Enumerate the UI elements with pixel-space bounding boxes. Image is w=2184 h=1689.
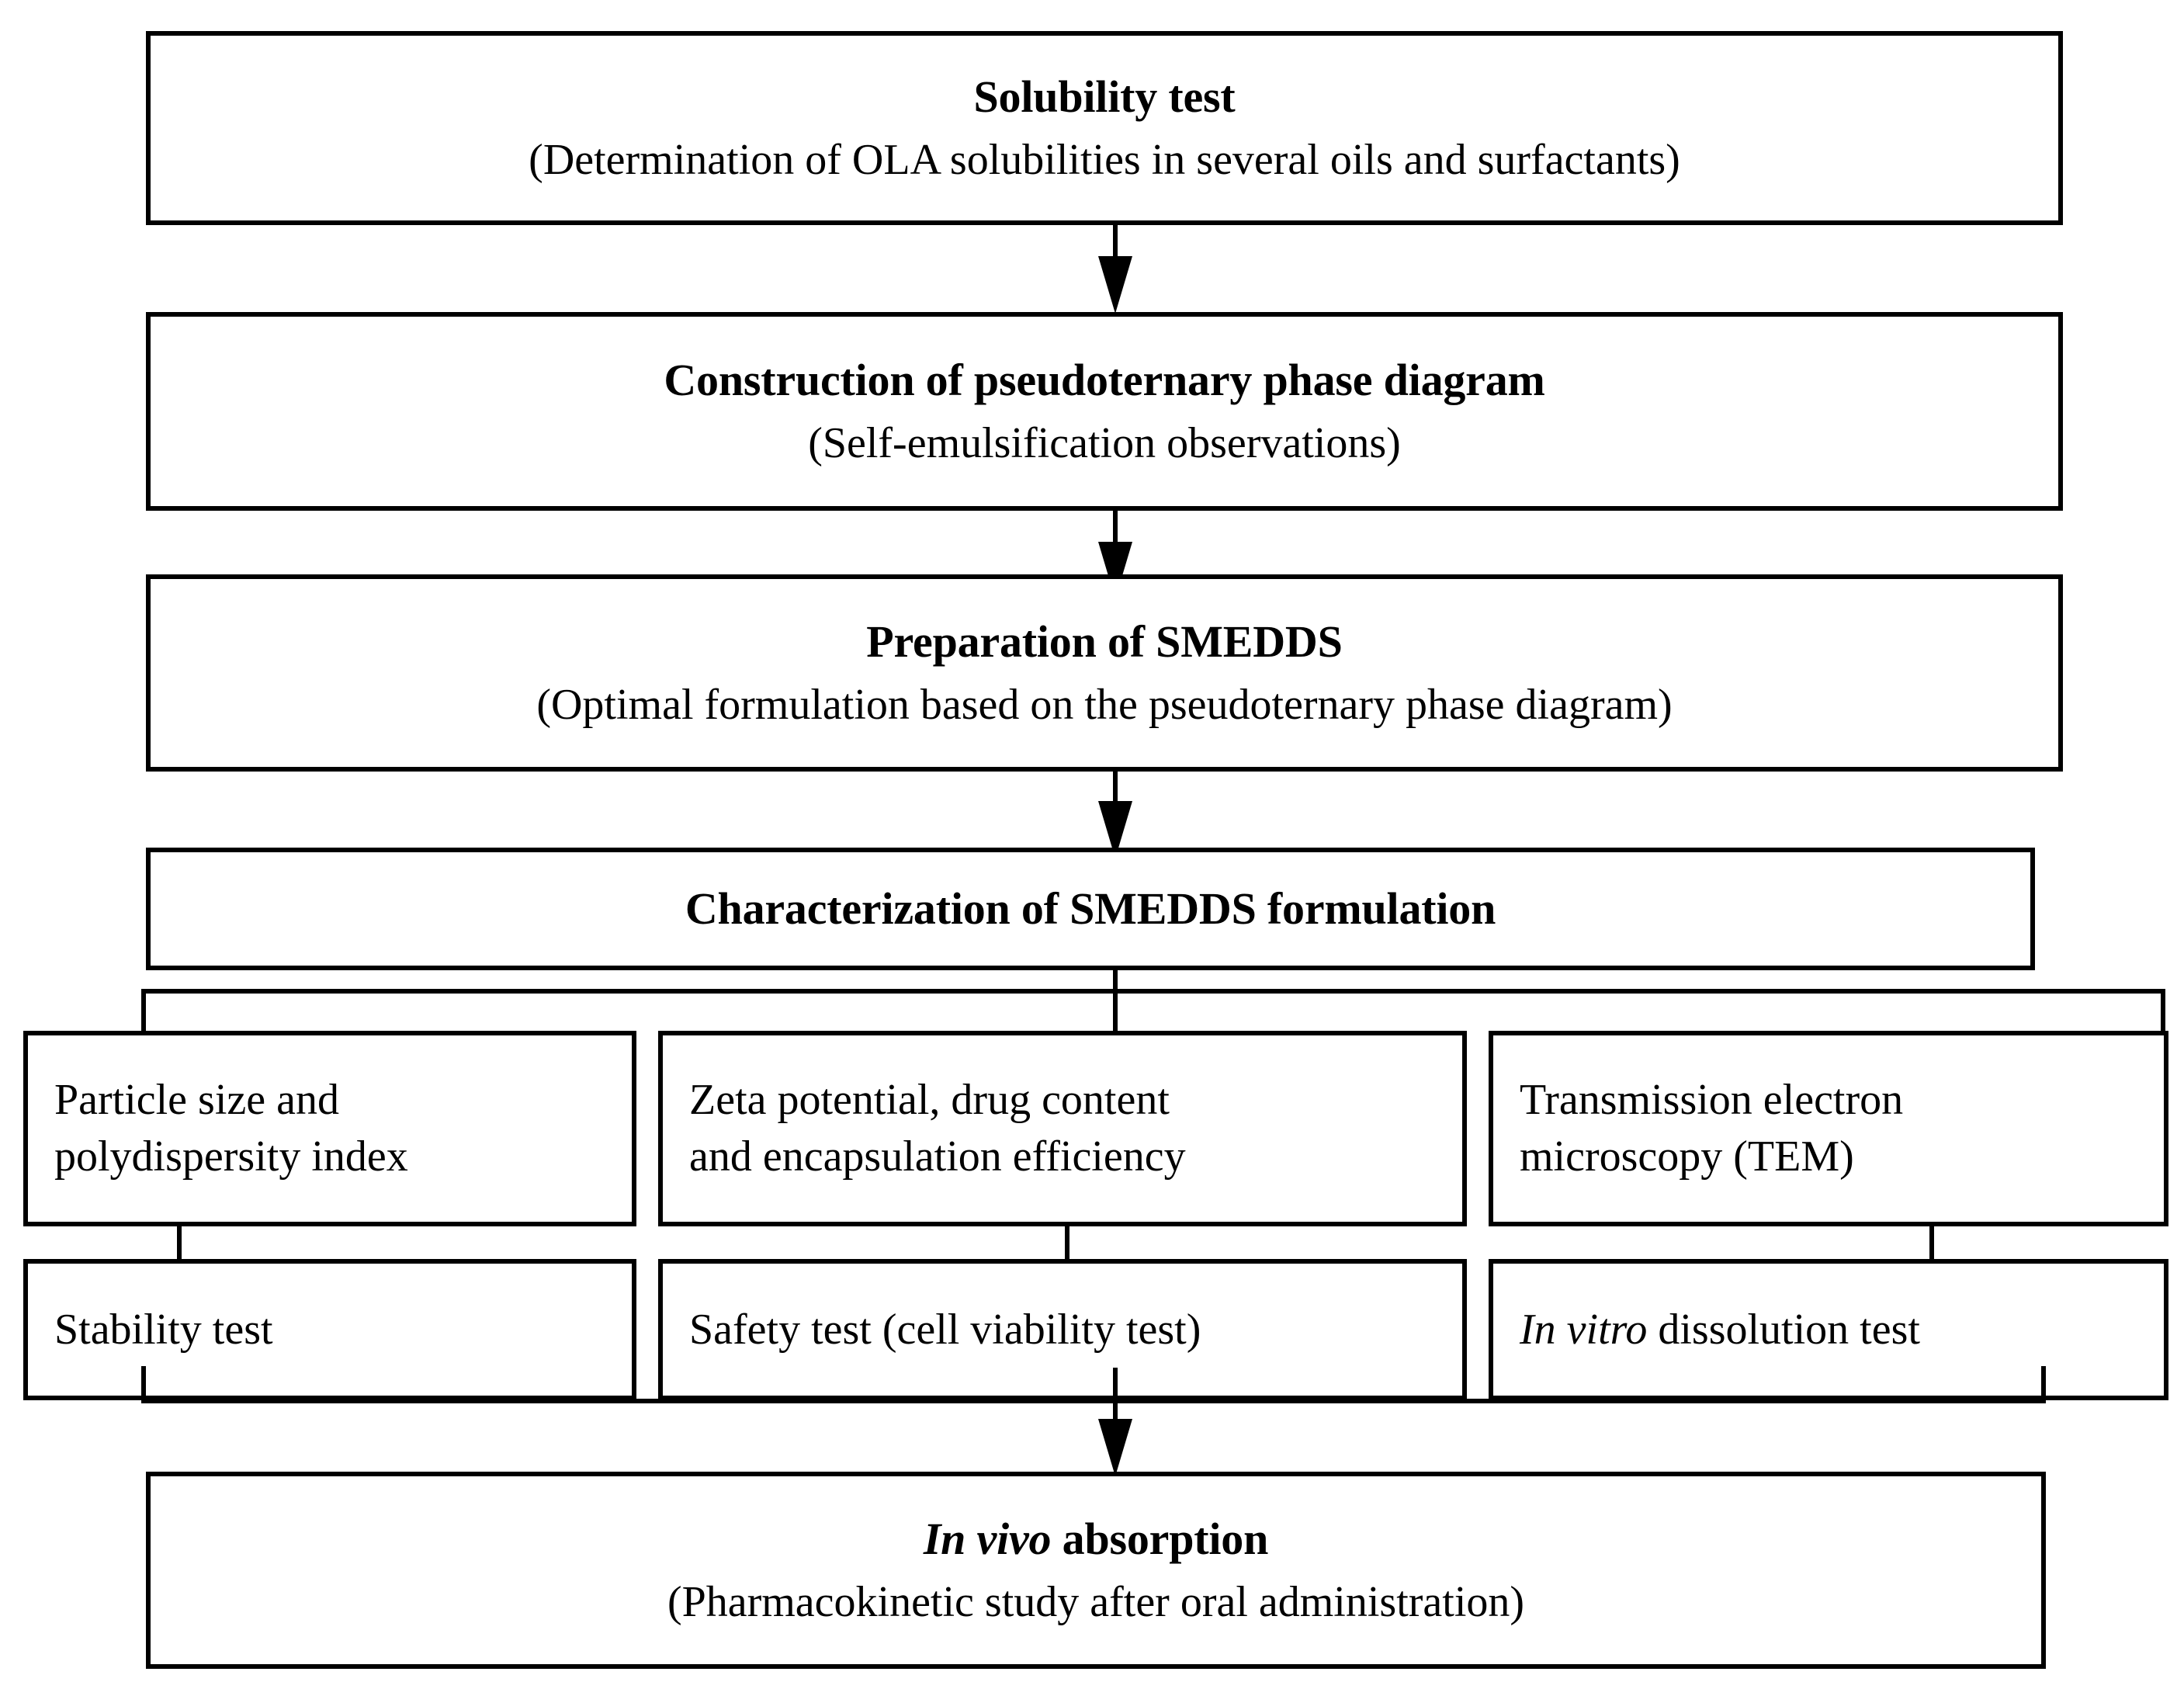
subnode-tem-line1: Transmission electron <box>1520 1076 1904 1125</box>
subnode-safety-test: Safety test (cell viability test) <box>658 1259 1467 1400</box>
subnode-in-vitro-dissolution-line1: In vitro dissolution test <box>1520 1302 1920 1358</box>
node-in-vivo-absorption-title-rest: absorption <box>1051 1513 1269 1564</box>
connector-zeta-to-safety <box>1065 1225 1069 1262</box>
subnode-particle-size-pdi: Particle size and polydispersity index <box>23 1031 636 1226</box>
node-preparation-of-smedds-title: Preparation of SMEDDS <box>866 616 1343 667</box>
node-in-vivo-absorption-title-italic: In vivo <box>923 1513 1052 1564</box>
connector-merge-to-in-vivo <box>1113 1368 1118 1453</box>
subnode-zeta-potential-line1: Zeta potential, drug content <box>689 1076 1170 1125</box>
connector-particle-size-to-stability <box>177 1225 182 1262</box>
subnode-particle-size-pdi-line1: Particle size and <box>54 1076 339 1125</box>
node-pseudoternary-phase-diagram-subtitle: (Self-emulsification observations) <box>808 419 1401 468</box>
node-characterization-of-smedds: Characterization of SMEDDS formulation <box>146 848 2035 970</box>
subnode-particle-size-pdi-line2: polydispersity index <box>54 1132 408 1181</box>
subnode-stability-test-line1: Stability test <box>54 1305 273 1354</box>
subnode-in-vitro-dissolution-rest: dissolution test <box>1647 1305 1920 1354</box>
subnode-zeta-potential: Zeta potential, drug content and encapsu… <box>658 1031 1467 1226</box>
subnode-tem-line2: microscopy (TEM) <box>1520 1132 1854 1181</box>
node-solubility-test: Solubility test (Determination of OLA so… <box>146 31 2063 225</box>
node-pseudoternary-phase-diagram: Construction of pseudoternary phase diag… <box>146 312 2063 511</box>
subnode-in-vitro-dissolution-italic: In vitro <box>1520 1305 1648 1354</box>
node-in-vivo-absorption: In vivo absorption (Pharmacokinetic stud… <box>146 1472 2046 1669</box>
node-characterization-of-smedds-title: Characterization of SMEDDS formulation <box>685 883 1496 934</box>
subnode-zeta-potential-line2: and encapsulation efficiency <box>689 1132 1186 1181</box>
subnode-tem: Transmission electron microscopy (TEM) <box>1489 1031 2168 1226</box>
connector-characterization-stem <box>1113 969 1118 994</box>
connector-splitter-leg-center <box>1113 989 1118 1032</box>
subnode-stability-test: Stability test <box>23 1259 636 1400</box>
node-preparation-of-smedds: Preparation of SMEDDS (Optimal formulati… <box>146 574 2063 772</box>
node-in-vivo-absorption-title: In vivo absorption <box>923 1513 1269 1566</box>
node-pseudoternary-phase-diagram-title: Construction of pseudoternary phase diag… <box>664 354 1545 405</box>
arrowhead-merge-to-in-vivo <box>1098 1419 1132 1476</box>
arrowhead-solubility-to-phase-diagram <box>1098 256 1132 314</box>
node-preparation-of-smedds-subtitle: (Optimal formulation based on the pseudo… <box>536 681 1673 730</box>
subnode-in-vitro-dissolution: In vitro dissolution test <box>1489 1259 2168 1400</box>
node-in-vivo-absorption-subtitle: (Pharmacokinetic study after oral admini… <box>667 1578 1525 1627</box>
connector-characterization-merge-bar <box>141 1366 2046 1403</box>
connector-characterization-splitter <box>141 989 2165 1032</box>
connector-tem-to-dissolution <box>1929 1225 1934 1262</box>
subnode-safety-test-line1: Safety test (cell viability test) <box>689 1305 1201 1354</box>
node-solubility-test-subtitle: (Determination of OLA solubilities in se… <box>529 136 1680 185</box>
node-solubility-test-title: Solubility test <box>973 71 1236 122</box>
